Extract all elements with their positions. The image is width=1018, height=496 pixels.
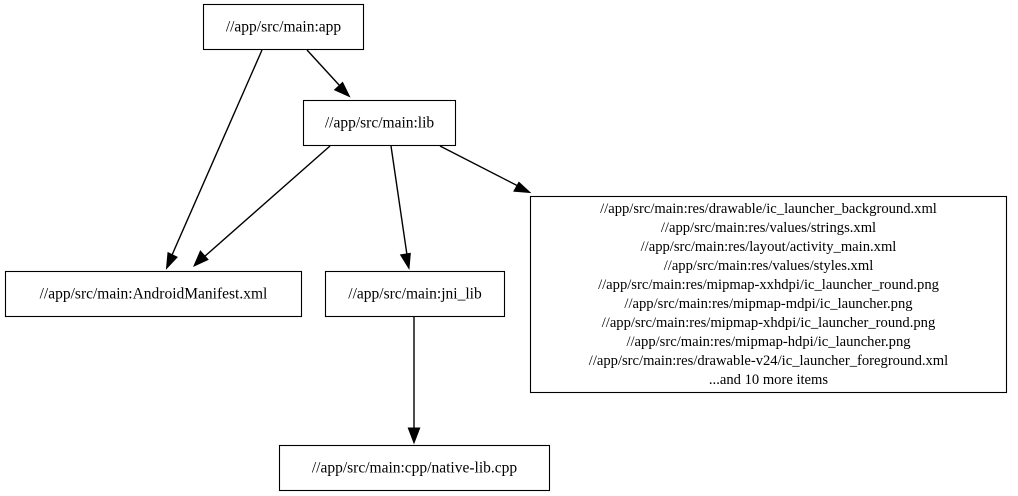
node-lib[interactable]: //app/src/main:lib	[302, 99, 457, 147]
edge-jni_lib-to-native_lib	[407, 317, 421, 445]
node-native-lib-cpp[interactable]: //app/src/main:cpp/native-lib.cpp	[278, 444, 551, 492]
node-native-lib-cpp-label: //app/src/main:cpp/native-lib.cpp	[312, 460, 518, 477]
node-res-group-line-2: //app/src/main:res/values/strings.xml	[661, 220, 876, 236]
node-res-group-line-3: //app/src/main:res/layout/activity_main.…	[641, 239, 897, 255]
node-lib-label: //app/src/main:lib	[325, 115, 435, 132]
node-jni-lib[interactable]: //app/src/main:jni_lib	[324, 270, 506, 318]
node-res-group-line-4: //app/src/main:res/values/styles.xml	[664, 258, 874, 274]
edge-app-to-lib	[306, 49, 351, 98]
edge-app-to-manifest	[165, 49, 263, 270]
edge-lib-to-jni_lib	[390, 145, 411, 271]
node-res-group[interactable]: //app/src/main:res/drawable/ic_launcher_…	[529, 195, 1008, 394]
node-res-group-line-1: //app/src/main:res/drawable/ic_launcher_…	[600, 201, 937, 217]
node-android-manifest[interactable]: //app/src/main:AndroidManifest.xml	[4, 270, 303, 318]
node-android-manifest-label: //app/src/main:AndroidManifest.xml	[40, 286, 268, 303]
node-res-group-line-8: //app/src/main:res/mipmap-hdpi/ic_launch…	[626, 334, 911, 350]
node-app[interactable]: //app/src/main:app	[202, 3, 365, 51]
node-res-group-line-5: //app/src/main:res/mipmap-xxhdpi/ic_laun…	[598, 277, 940, 293]
node-res-group-line-7: //app/src/main:res/mipmap-xhdpi/ic_launc…	[602, 315, 936, 331]
node-res-group-line-6: //app/src/main:res/mipmap-mdpi/ic_launch…	[624, 296, 913, 312]
node-app-label: //app/src/main:app	[226, 19, 342, 36]
edge-lib-to-manifest	[193, 145, 331, 267]
node-res-group-line-10: ...and 10 more items	[709, 372, 828, 388]
node-jni-lib-label: //app/src/main:jni_lib	[348, 286, 482, 303]
edge-lib-to-res_group	[439, 145, 532, 194]
node-res-group-line-9: //app/src/main:res/drawable-v24/ic_launc…	[589, 353, 948, 369]
